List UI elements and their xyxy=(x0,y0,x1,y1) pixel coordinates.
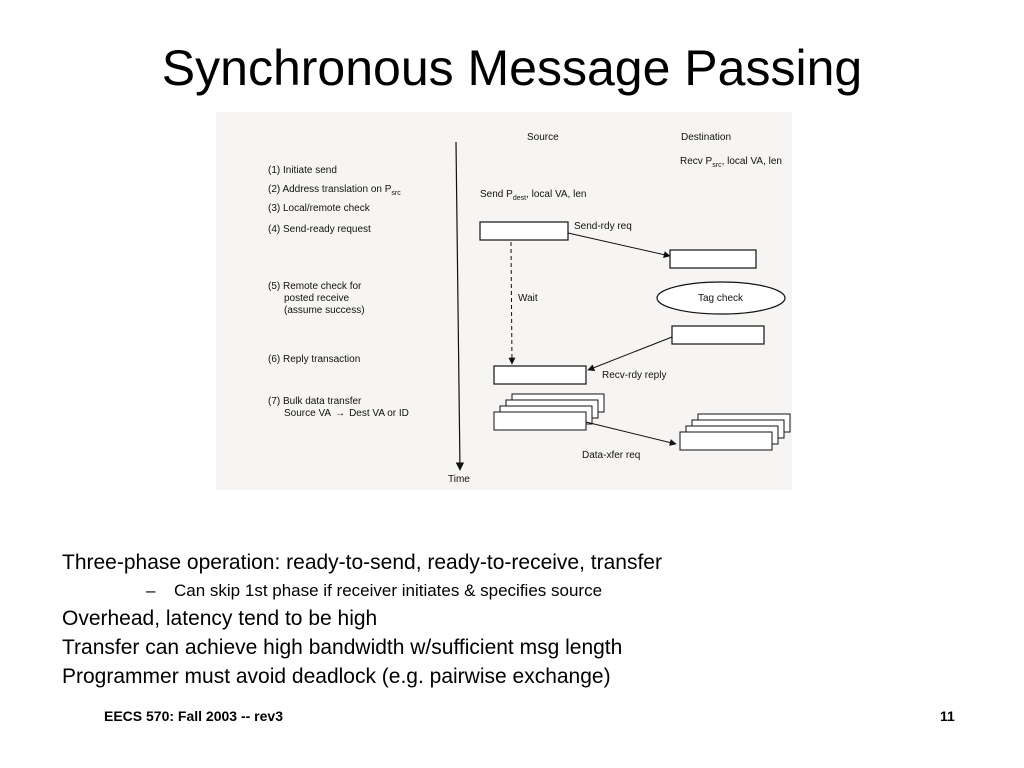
page-number: 11 xyxy=(940,708,955,724)
bullet-list: Three-phase operation: ready-to-send, re… xyxy=(62,548,962,691)
header-source: Source xyxy=(527,132,559,143)
diagram-canvas: Source Destination Time (1) Initiate sen… xyxy=(268,132,791,485)
send-call-label: Send Pdest, local VA, len xyxy=(480,189,586,202)
dest-reply-box xyxy=(671,325,765,345)
sub-bullet-item: –Can skip 1st phase if receiver initiate… xyxy=(146,577,962,604)
source-reply-box xyxy=(493,365,587,385)
recv-rdy-arrow xyxy=(587,336,673,371)
slide-title: Synchronous Message Passing xyxy=(161,40,863,96)
bullet-item: Three-phase operation: ready-to-send, re… xyxy=(62,551,662,574)
recv-rdy-label: Recv-rdy reply xyxy=(602,370,666,381)
wait-arrow xyxy=(508,241,516,365)
step-5-label-line1: (5) Remote check for xyxy=(268,281,362,292)
footer-course: EECS 570: Fall 2003 -- rev3 xyxy=(104,708,283,724)
step-7-transfer: Source VA→Dest VA or ID xyxy=(284,408,409,419)
source-data-box-1 xyxy=(493,411,587,431)
step-5-label-line2: posted receive xyxy=(284,293,349,304)
wait-label: Wait xyxy=(518,293,538,304)
dest-receive-box xyxy=(669,249,757,269)
step-6-label: (6) Reply transaction xyxy=(268,354,360,365)
send-rdy-label: Send-rdy req xyxy=(574,221,632,232)
step-1-label: (1) Initiate send xyxy=(268,165,337,176)
bullet-item: Transfer can achieve high bandwidth w/su… xyxy=(62,636,623,659)
tag-check-label: Tag check xyxy=(698,293,744,304)
sub-bullet-dash: – xyxy=(146,581,156,600)
tag-check-ellipse xyxy=(656,281,786,315)
bullet-item: Overhead, latency tend to be high xyxy=(62,607,378,630)
step-5-label-line3: (assume success) xyxy=(284,305,365,316)
step-2-label: (2) Address translation on Psrc xyxy=(268,184,401,197)
step-3-label: (3) Local/remote check xyxy=(268,203,371,214)
header-destination: Destination xyxy=(681,132,731,143)
step-7-label: (7) Bulk data transfer xyxy=(268,396,362,407)
data-xfer-arrow xyxy=(585,421,677,446)
bullet-item: Programmer must avoid deadlock (e.g. pai… xyxy=(62,665,611,688)
recv-call-label: Recv Psrc, local VA, len xyxy=(680,156,782,169)
send-rdy-arrow xyxy=(567,232,671,259)
message-passing-diagram: Source Destination Time (1) Initiate sen… xyxy=(216,112,792,490)
time-axis xyxy=(455,141,465,471)
send-ready-box xyxy=(479,221,569,241)
dest-data-box-1 xyxy=(679,431,773,451)
step-4-label: (4) Send-ready request xyxy=(268,224,371,235)
data-xfer-label: Data-xfer req xyxy=(582,450,640,461)
time-label: Time xyxy=(448,474,470,485)
sub-bullet-text: Can skip 1st phase if receiver initiates… xyxy=(174,581,603,600)
